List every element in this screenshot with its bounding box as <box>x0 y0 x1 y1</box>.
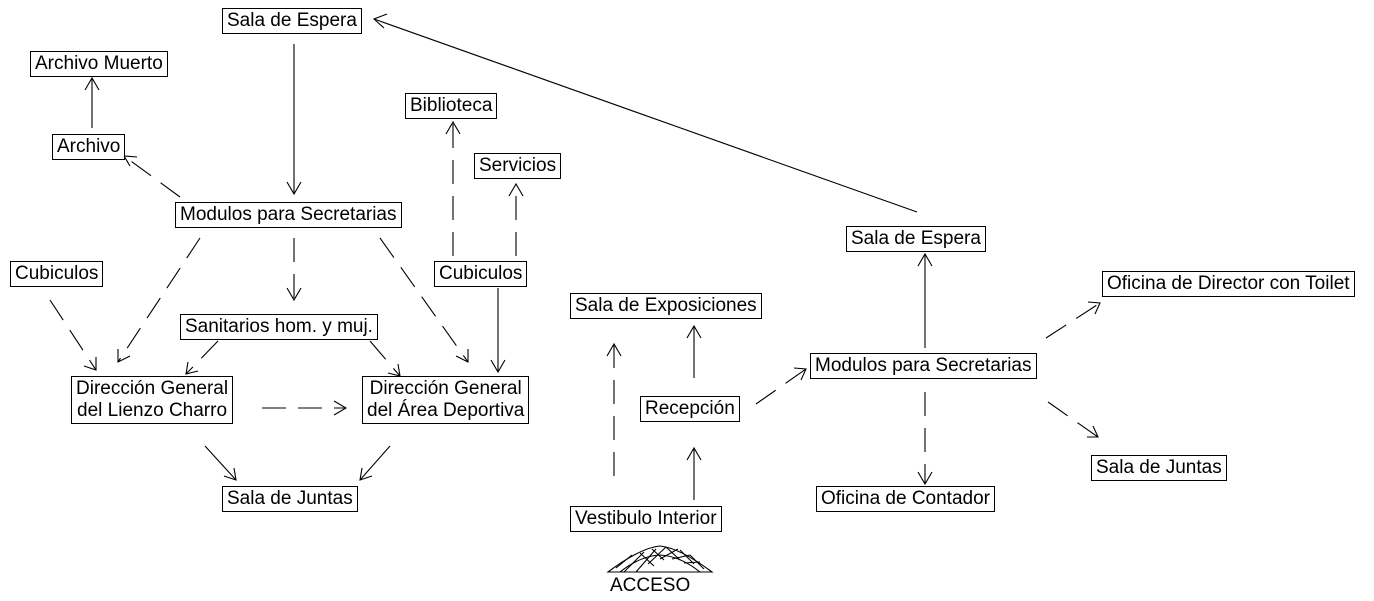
node-direccion-lienzo: Dirección General del Lienzo Charro <box>71 376 234 424</box>
node-biblioteca: Biblioteca <box>405 93 498 119</box>
arrowhead <box>84 76 100 91</box>
connector <box>359 445 391 481</box>
arrowhead <box>286 287 302 302</box>
node-label: Cubiculos <box>439 263 523 284</box>
node-label: Servicios <box>479 155 557 176</box>
connector <box>204 445 237 481</box>
arrowhead <box>117 349 131 363</box>
connector <box>755 368 807 405</box>
node-sala-espera-right: Sala de Espera <box>846 226 986 252</box>
node-label: Modulos para Secretarias <box>180 204 397 225</box>
node-label-line-1: Dirección General <box>369 378 522 399</box>
connector <box>1045 302 1101 339</box>
node-label: Oficina de Director con Toilet <box>1107 273 1350 294</box>
node-oficina-contador: Oficina de Contador <box>816 486 995 512</box>
node-label-line-1: Dirección General <box>76 378 229 399</box>
node-servicios: Servicios <box>474 153 562 179</box>
node-label: Sala de Exposiciones <box>575 295 757 316</box>
arrowhead <box>686 446 702 461</box>
arrowhead <box>508 182 524 197</box>
node-label: Biblioteca <box>410 95 493 116</box>
node-cubiculos-left: Cubiculos <box>10 261 104 287</box>
node-modulos-right: Modulos para Secretarias <box>810 353 1037 379</box>
connector <box>123 155 181 198</box>
node-label: Archivo <box>57 136 121 157</box>
connector <box>379 237 469 363</box>
node-label-line-2: del Lienzo Charro <box>77 400 228 421</box>
connector <box>369 340 401 377</box>
node-sala-juntas-right: Sala de Juntas <box>1091 455 1227 481</box>
connector <box>117 237 201 363</box>
node-sala-espera-top: Sala de Espera <box>222 8 362 34</box>
arrowhead <box>490 359 506 374</box>
arrowhead <box>686 324 702 339</box>
node-cubiculos-mid: Cubiculos <box>434 261 528 287</box>
arrowhead <box>286 181 302 196</box>
arrowhead <box>1087 301 1101 315</box>
arrowhead <box>606 342 622 357</box>
node-sanitarios: Sanitarios hom. y muj. <box>180 314 378 340</box>
node-label: Recepción <box>645 398 735 419</box>
node-label: Sala de Espera <box>227 10 357 31</box>
node-label: Vestibulo Interior <box>575 508 717 529</box>
arrowhead <box>1087 425 1099 438</box>
node-label: Oficina de Contador <box>821 488 990 509</box>
node-label: Sala de Juntas <box>227 488 353 509</box>
node-label: Archivo Muerto <box>35 53 163 74</box>
connector <box>1047 401 1099 438</box>
arrowhead <box>223 467 237 481</box>
connector <box>185 340 219 375</box>
node-direccion-deportiva: Dirección General del Área Deportiva <box>362 376 530 424</box>
connector <box>49 299 97 371</box>
node-label: Sala de Espera <box>851 228 981 249</box>
node-label-line-2: del Área Deportiva <box>367 400 525 421</box>
node-label: Modulos para Secretarias <box>815 355 1032 376</box>
node-archivo: Archivo <box>52 134 126 160</box>
arrowhead <box>917 252 933 267</box>
arrowhead <box>793 367 807 381</box>
node-label: Cubiculos <box>15 263 99 284</box>
node-sala-exposiciones: Sala de Exposiciones <box>570 293 762 319</box>
node-label: Sala de Juntas <box>1096 457 1222 478</box>
connector <box>373 18 918 213</box>
arrowhead <box>185 361 199 375</box>
arrowhead <box>359 467 373 481</box>
node-oficina-director: Oficina de Director con Toilet <box>1102 271 1355 297</box>
arrowhead <box>372 13 388 29</box>
entrance-arch-icon <box>606 545 714 573</box>
arrowhead <box>333 400 348 416</box>
node-modulos-left: Modulos para Secretarias <box>175 202 402 228</box>
node-label: Sanitarios hom. y muj. <box>185 316 373 337</box>
arrowhead <box>445 120 461 135</box>
arrowhead <box>83 357 97 371</box>
node-sala-juntas-left: Sala de Juntas <box>222 486 358 512</box>
node-vestibulo: Vestibulo Interior <box>570 506 722 532</box>
node-recepcion: Recepción <box>640 396 740 422</box>
arrowhead <box>455 349 469 363</box>
arrowhead <box>917 471 933 486</box>
node-archivo-muerto: Archivo Muerto <box>30 51 168 77</box>
acceso-label: ACCESO <box>610 575 691 596</box>
